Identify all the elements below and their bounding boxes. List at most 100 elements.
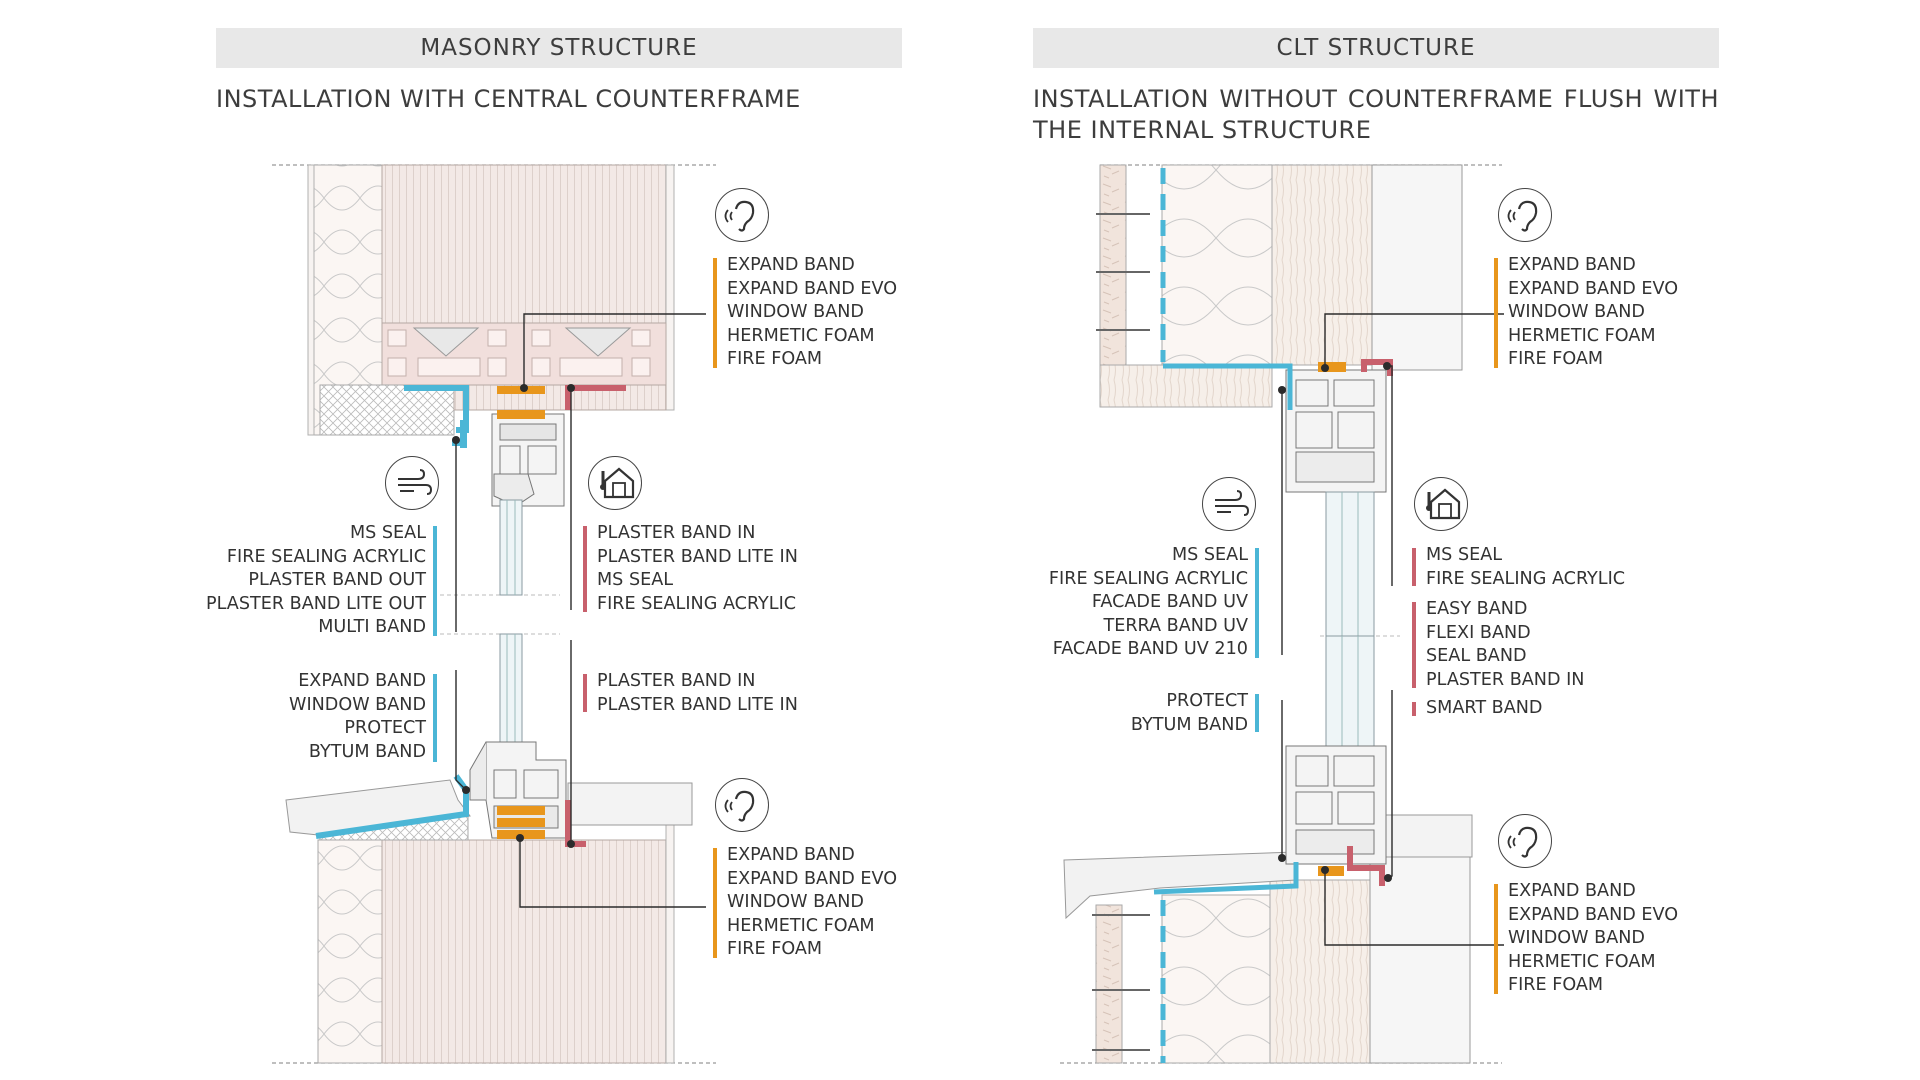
inner-sill-board: [567, 782, 693, 826]
clt-section-drawing: [1060, 164, 1504, 1064]
label-item: MS SEAL: [1171, 545, 1248, 565]
clt-structure-title: CLT STRUCTURE: [1276, 35, 1476, 61]
wind-icon: [1202, 477, 1256, 531]
upper-wood-insulation: [1161, 164, 1273, 366]
label-item: PROTECT: [344, 718, 426, 738]
label-item: PLASTER BAND IN: [597, 523, 756, 543]
label-item: PLASTER BAND LITE OUT: [205, 593, 426, 614]
label-group-mid-right: PLASTER BAND IN PLASTER BAND LITE IN MS …: [597, 522, 798, 616]
label-group-mid-right-c: SMART BAND: [1426, 697, 1542, 721]
label-item: SMART BAND: [1426, 698, 1543, 718]
glazing-lower: [1325, 635, 1375, 747]
label-item: HERMETIC FOAM: [1508, 951, 1656, 972]
label-item: WINDOW BAND: [289, 694, 426, 715]
label-item: EXPAND BAND: [727, 255, 855, 275]
lintel-insulation: [319, 384, 455, 436]
label-item: HERMETIC FOAM: [727, 915, 875, 936]
label-item: FIRE FOAM: [727, 939, 823, 959]
air-band-marker: [1255, 548, 1259, 658]
air-band-marker: [433, 674, 437, 762]
label-item: TERRA BAND UV: [1103, 615, 1248, 636]
label-group-top-right: EXPAND BAND EXPAND BAND EVO WINDOW BAND …: [727, 254, 897, 372]
glazing-upper: [499, 499, 523, 596]
label-item: EXPAND BAND: [1508, 255, 1636, 275]
label-item: BYTUM BAND: [308, 741, 426, 762]
label-item: FIRE SEALING ACRYLIC: [1048, 568, 1248, 589]
window-frame-head: [491, 413, 565, 507]
blue-sill-seal: [1153, 862, 1299, 895]
red-sill-seal: [1347, 846, 1385, 886]
label-group-top-right: EXPAND BAND EXPAND BAND EVO WINDOW BAND …: [1508, 254, 1678, 372]
label-item: FACADE BAND UV 210: [1052, 639, 1248, 659]
label-group-low-left: PROTECT BYTUM BAND: [1090, 690, 1248, 737]
label-group-mid-left: MS SEAL FIRE SEALING ACRYLIC PLASTER BAN…: [180, 522, 426, 640]
upper-osb: [1099, 164, 1127, 366]
label-item: EXPAND BAND: [298, 671, 426, 691]
label-item: EXPAND BAND EVO: [727, 868, 898, 889]
label-item: EXPAND BAND EVO: [1508, 278, 1679, 299]
masonry-structure-header: MASONRY STRUCTURE: [216, 28, 902, 68]
window-frame-head: [1285, 369, 1387, 493]
glazing-lower: [499, 633, 523, 750]
air-band-marker: [433, 526, 437, 636]
acoustic-band-marker: [713, 848, 717, 958]
upper-brick: [381, 164, 673, 326]
clt-structure-header: CLT STRUCTURE: [1033, 28, 1719, 68]
blue-sill-seal: [315, 774, 469, 839]
acoustic-band-marker: [1494, 884, 1498, 994]
label-item: FLEXI BAND: [1426, 622, 1531, 643]
label-group-bottom-right: EXPAND BAND EXPAND BAND EVO WINDOW BAND …: [1508, 880, 1678, 998]
label-item: FACADE BAND UV: [1091, 592, 1248, 612]
label-item: EXPAND BAND: [727, 845, 855, 865]
label-item: MS SEAL: [597, 570, 674, 590]
acoustic-band-marker: [1494, 258, 1498, 368]
upper-plaster-out: [307, 164, 315, 436]
label-item: PLASTER BAND IN: [1426, 669, 1585, 690]
label-item: MS SEAL: [349, 523, 426, 543]
label-item: MULTI BAND: [318, 617, 426, 637]
upper-plaster-in: [665, 164, 675, 411]
label-item: SEAL BAND: [1426, 646, 1527, 666]
label-item: EXPAND BAND EVO: [1508, 904, 1679, 925]
lower-clt: [1269, 879, 1371, 1064]
label-item: HERMETIC FOAM: [727, 325, 875, 346]
masonry-section-drawing: [272, 164, 716, 1064]
lower-brick: [381, 839, 673, 1064]
label-item: WINDOW BAND: [1508, 302, 1645, 322]
ear-icon: [1498, 814, 1552, 868]
masonry-structure-title: MASONRY STRUCTURE: [420, 35, 698, 61]
red-head-seal: [1361, 359, 1393, 376]
label-group-low-right: PLASTER BAND IN PLASTER BAND LITE IN: [597, 670, 798, 717]
label-item: PROTECT: [1166, 691, 1248, 711]
label-item: HERMETIC FOAM: [1508, 325, 1656, 346]
label-item: EASY BAND: [1426, 599, 1528, 619]
lintel-inner: [453, 384, 667, 411]
label-item: FIRE FOAM: [1508, 975, 1604, 995]
acoustic-band-marker: [713, 258, 717, 368]
label-item: PLASTER BAND LITE IN: [597, 694, 798, 715]
label-item: FIRE FOAM: [1508, 349, 1604, 369]
upper-lintel-timber: [1099, 364, 1273, 408]
ear-icon: [715, 778, 769, 832]
label-item: FIRE FOAM: [727, 349, 823, 369]
glazing-upper: [1325, 491, 1375, 637]
label-item: MS SEAL: [1426, 545, 1503, 565]
label-item: FIRE SEALING ACRYLIC: [226, 546, 426, 567]
label-item: EXPAND BAND: [1508, 881, 1636, 901]
label-group-mid-left: MS SEAL FIRE SEALING ACRYLIC FACADE BAND…: [1010, 544, 1248, 662]
label-item: PLASTER BAND LITE IN: [597, 546, 798, 567]
clt-subtitle: INSTALLATION WITHOUT COUNTERFRAME FLUSH …: [1033, 85, 1719, 144]
label-item: FIRE SEALING ACRYLIC: [597, 593, 797, 614]
thermal-band-marker: [1412, 548, 1416, 586]
thermal-band-marker: [1412, 702, 1416, 716]
house-thermometer-icon: [1414, 477, 1468, 531]
masonry-subtitle: INSTALLATION WITH CENTRAL COUNTERFRAME: [216, 85, 801, 113]
upper-inner-lining: [1371, 164, 1463, 371]
label-group-mid-right-b: EASY BAND FLEXI BAND SEAL BAND PLASTER B…: [1426, 598, 1584, 692]
leader-lines: [455, 313, 706, 908]
blue-head-seal: [1163, 363, 1293, 410]
label-item: PLASTER BAND IN: [597, 671, 756, 691]
leader-dots: [452, 384, 575, 848]
label-group-bottom-right: EXPAND BAND EXPAND BAND EVO WINDOW BAND …: [727, 844, 897, 962]
house-thermometer-icon: [588, 456, 642, 510]
